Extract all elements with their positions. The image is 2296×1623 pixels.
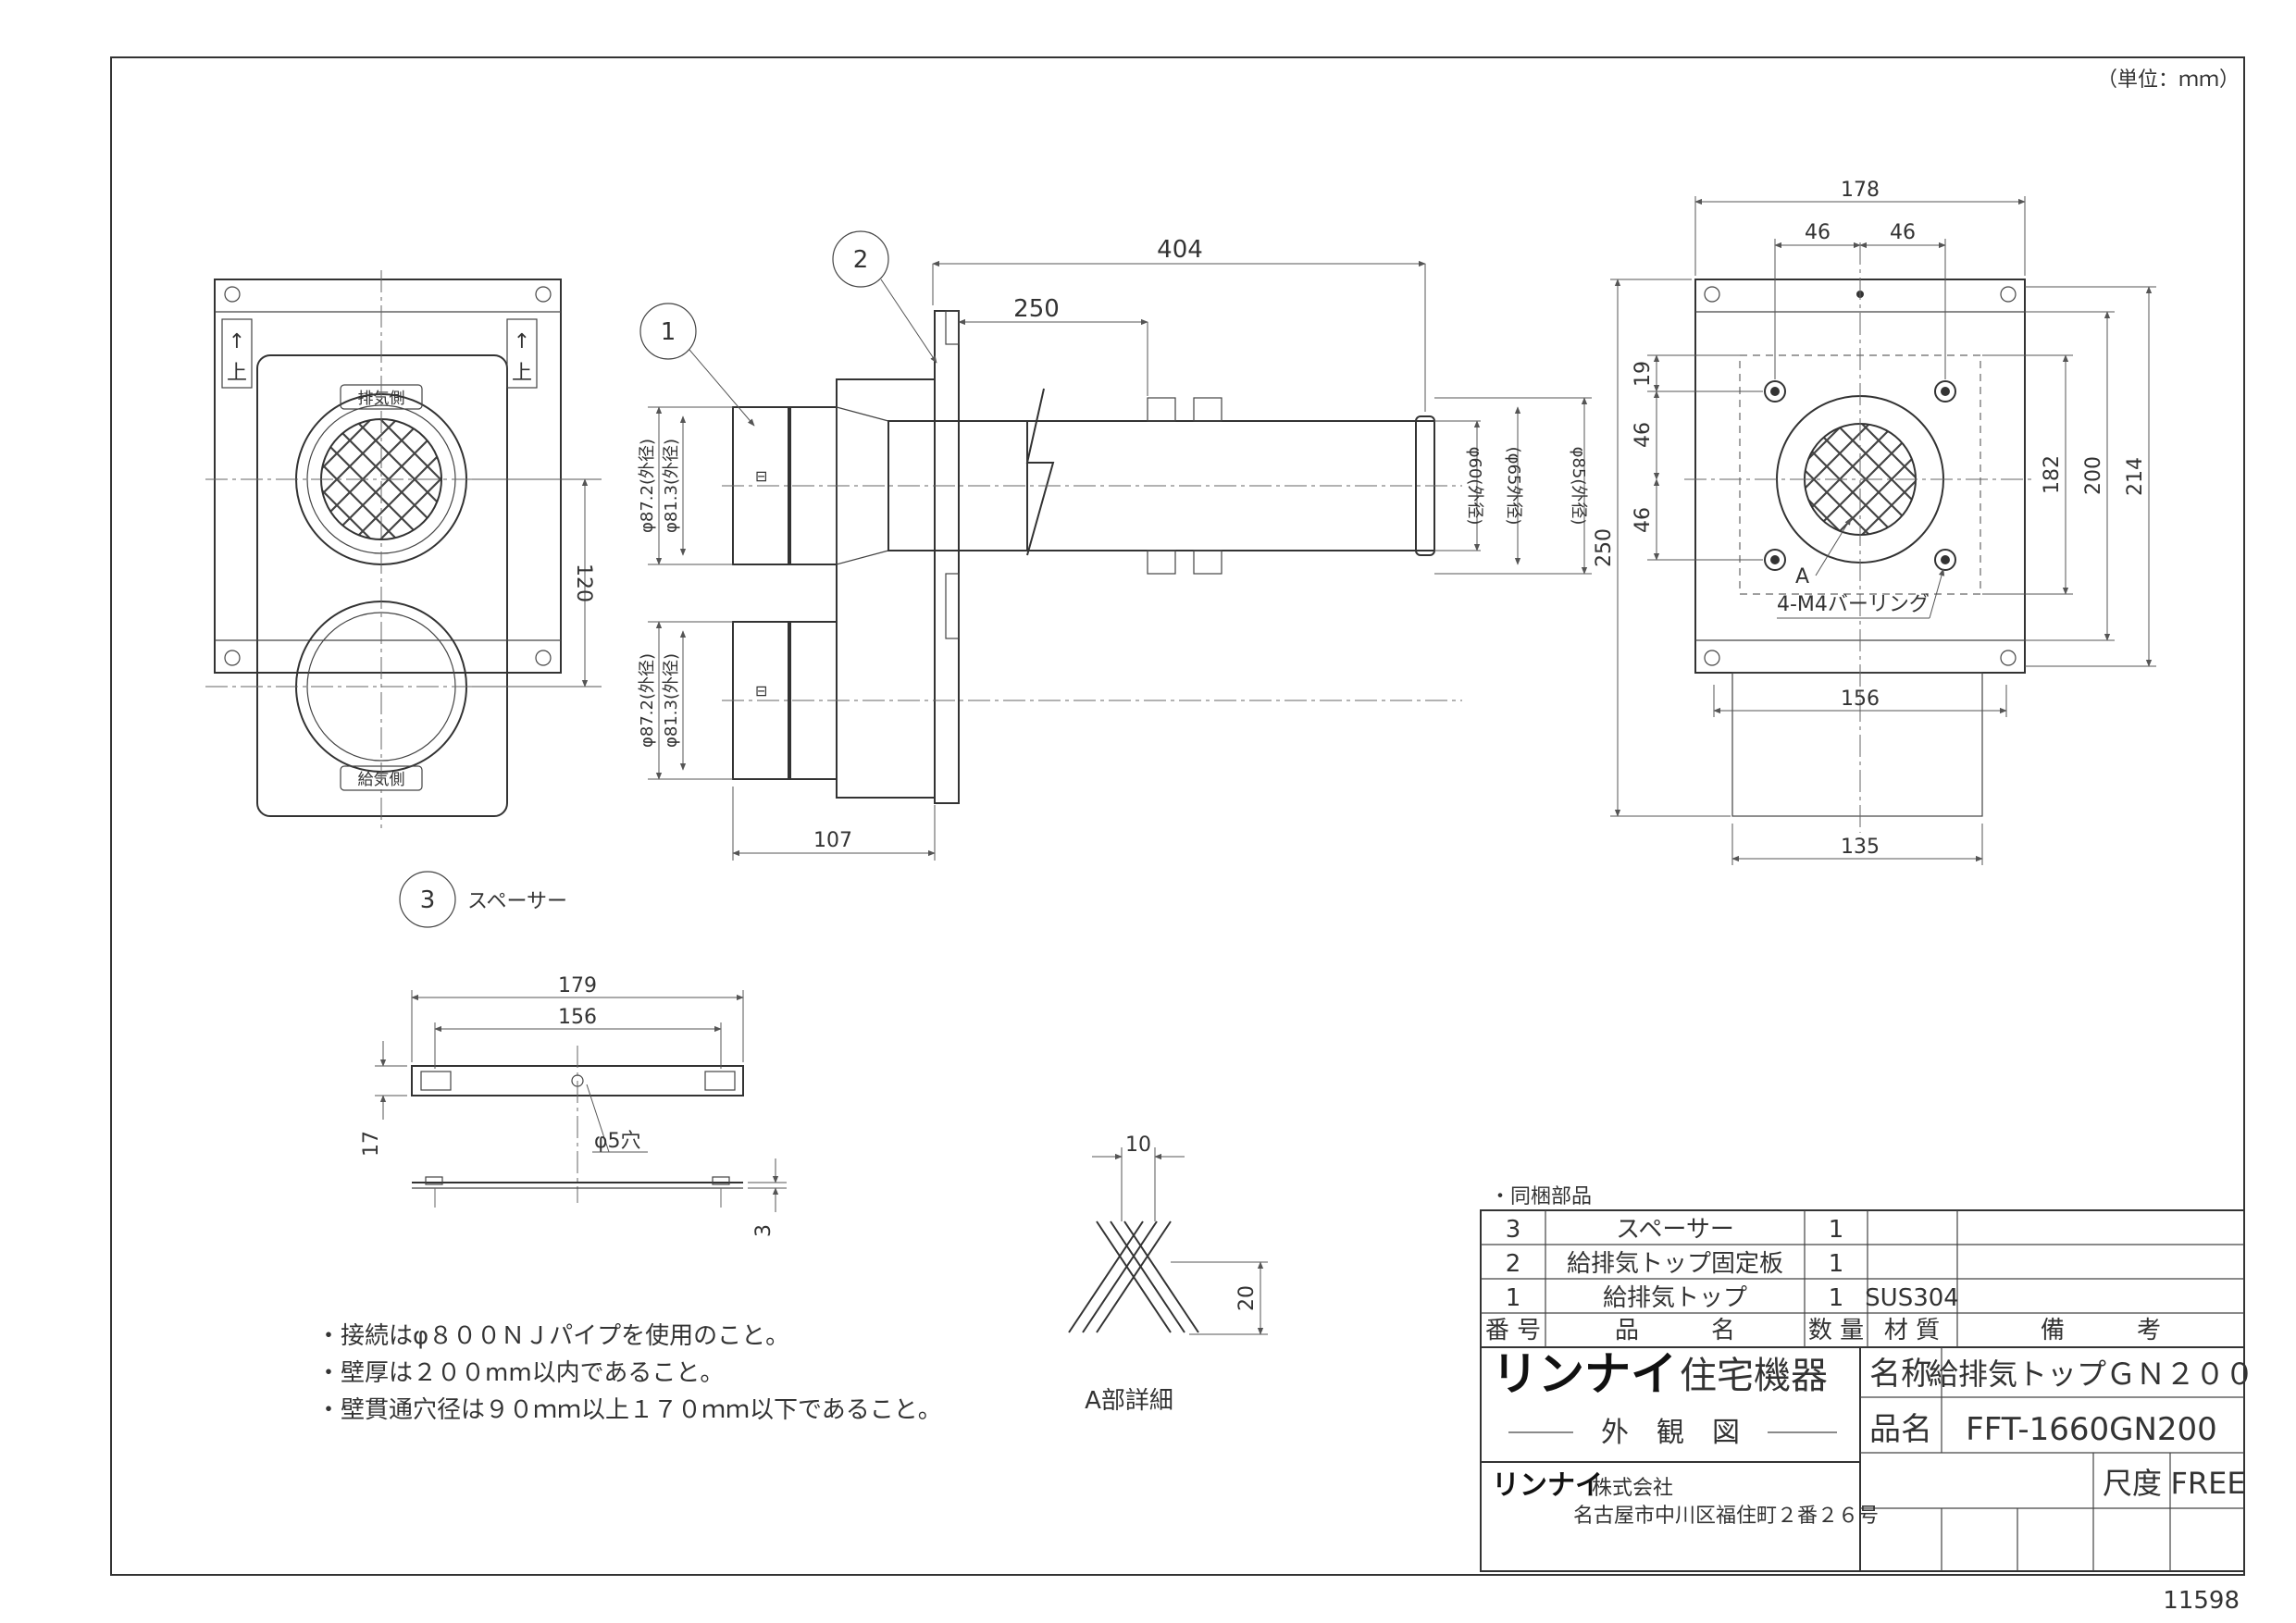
up-arrow-right: ↑ 上	[506, 318, 538, 389]
part-name-3: スペーサー	[1616, 1216, 1734, 1244]
svg-text:スペーサー: スペーサー	[467, 890, 567, 913]
header-qty: 数 量	[1808, 1317, 1864, 1344]
svg-text:⊟: ⊟	[755, 682, 767, 700]
part-material-1: SUS304	[1865, 1284, 1959, 1312]
company-suffix: 株式会社	[1592, 1477, 1673, 1500]
svg-text:上: 上	[227, 362, 247, 385]
brand-logo: リンナイ	[1492, 1347, 1677, 1401]
svg-text:4-M4バーリング: 4-M4バーリング	[1777, 593, 1930, 616]
svg-text:↑: ↑	[229, 330, 245, 353]
drawing-code: 11598	[2163, 1587, 2240, 1615]
dim-46-h2: 46	[1890, 221, 1916, 244]
dim-3: 3	[752, 1224, 776, 1237]
dim-179: 179	[558, 974, 597, 997]
dim-214: 214	[2124, 457, 2147, 496]
burring-holes	[1764, 380, 1956, 571]
dim-10: 10	[1125, 1134, 1151, 1157]
note-2: ・壁厚は２００mm以内であること。	[316, 1359, 724, 1387]
svg-text:1: 1	[661, 318, 676, 346]
dim-404: 404	[1157, 236, 1203, 264]
front-view: ↑ 上 ↑ 上 排気側 給気側 120	[205, 270, 602, 833]
label-od85: φ85(外径)	[1569, 447, 1588, 526]
note-1: ・接続はφ８００ＮＪパイプを使用のこと。	[316, 1322, 789, 1350]
dim-156-spacer: 156	[558, 1006, 597, 1029]
label-od81-top: φ81.3(外径)	[662, 439, 681, 533]
header-no: 番 号	[1485, 1317, 1541, 1344]
detail-a-label: A部詳細	[1085, 1387, 1173, 1415]
label-od87-top: φ87.2(外径)	[638, 439, 657, 533]
svg-text:↑: ↑	[514, 330, 530, 353]
svg-text:A: A	[1795, 565, 1809, 588]
company-name: リンナイ	[1492, 1469, 1603, 1502]
part-name-2: 給排気トップ固定板	[1567, 1250, 1783, 1278]
note-3: ・壁貫通穴径は９０ｍｍ以上１７０ｍｍ以下であること。	[316, 1396, 942, 1424]
label-od87-bot: φ87.2(外径)	[638, 653, 657, 748]
svg-text:2: 2	[853, 246, 869, 274]
label-od65: (φ65外径)	[1504, 447, 1523, 526]
notes: ・接続はφ８００ＮＪパイプを使用のこと。 ・壁厚は２００mm以内であること。 ・…	[316, 1322, 942, 1424]
header-name: 品 名	[1615, 1317, 1735, 1344]
svg-text:3: 3	[420, 886, 436, 914]
callout-2: 2	[832, 230, 937, 364]
part-no-2: 2	[1506, 1250, 1521, 1278]
callout-1: 1	[639, 303, 755, 427]
svg-text:排気側: 排気側	[358, 390, 405, 408]
dim-156-rear: 156	[1841, 688, 1880, 711]
label-od81-bot: φ81.3(外径)	[662, 653, 681, 748]
rear-view: 178 46 46 19 46 46 250 182 200 214	[1593, 179, 2156, 865]
name-value: 給排気トップＧＮ２００	[1929, 1357, 2254, 1392]
svg-text:上: 上	[512, 362, 532, 385]
unit-note: （単位：ｍｍ）	[2097, 68, 2240, 92]
label-od60: φ60(外径)	[1465, 447, 1484, 526]
header-material: 材 質	[1884, 1317, 1940, 1344]
name-label: 名称	[1869, 1356, 1932, 1393]
dim-200: 200	[2082, 456, 2105, 495]
spacer-view: 3 スペーサー 179 156 17 3 φ5穴	[360, 871, 787, 1237]
hole-label: φ5穴	[594, 1130, 641, 1153]
dim-20: 20	[1235, 1285, 1259, 1311]
dim-250-side: 250	[1013, 295, 1060, 323]
part-no-3: 3	[1506, 1216, 1521, 1244]
callout-burring: A 4-M4バーリング	[1777, 517, 1945, 619]
model-label: 品名	[1869, 1411, 1932, 1448]
detail-a: 10 20 A部詳細	[1068, 1134, 1268, 1415]
dim-46-v2: 46	[1632, 507, 1655, 533]
part-name-1: 給排気トップ	[1603, 1284, 1747, 1312]
dim-120: 120	[572, 564, 595, 602]
dim-107: 107	[813, 829, 852, 852]
dim-46-v1: 46	[1632, 422, 1655, 448]
brand-sub: 住宅機器	[1680, 1355, 1828, 1397]
up-arrow-left: ↑ 上	[221, 318, 253, 389]
scale-value: FREE	[2170, 1466, 2245, 1501]
model-value: FFT-1660GN200	[1966, 1411, 2217, 1448]
side-view: ⊟ ⊟ 404 250 107 φ87.2(外径) φ81.3(外径) φ87.…	[638, 230, 1592, 861]
dim-135: 135	[1841, 836, 1880, 859]
dim-182: 182	[2041, 455, 2064, 494]
part-no-1: 1	[1506, 1284, 1521, 1312]
dim-178: 178	[1841, 179, 1880, 202]
svg-text:⊟: ⊟	[755, 467, 767, 485]
dim-250-rear: 250	[1593, 528, 1616, 567]
part-qty-3: 1	[1829, 1216, 1844, 1244]
part-qty-1: 1	[1829, 1284, 1844, 1312]
company-address: 名古屋市中川区福住町２番２６号	[1573, 1505, 1879, 1528]
view-title: 外 観 図	[1601, 1417, 1740, 1449]
parts-heading: ・同梱部品	[1490, 1185, 1592, 1208]
dim-17: 17	[360, 1131, 383, 1157]
header-remarks: 備 考	[2041, 1317, 2161, 1344]
scale-label: 尺度	[2103, 1466, 2162, 1501]
sheet-border	[110, 56, 2245, 1576]
dim-19: 19	[1632, 361, 1655, 387]
parts-table: ・同梱部品 3 スペーサー 1 2 給排気トップ固定板 1 1 給排気トップ 1…	[1480, 1185, 2254, 1572]
dim-46-h1: 46	[1805, 221, 1831, 244]
part-qty-2: 1	[1829, 1250, 1844, 1278]
